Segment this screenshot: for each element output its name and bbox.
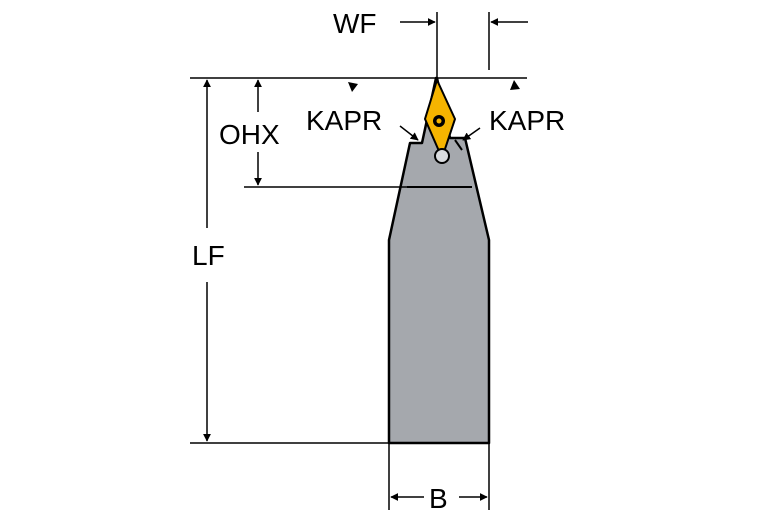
kapr-right-label: KAPR — [489, 105, 565, 136]
kapr-right-arrowhead — [510, 80, 520, 90]
lf-label: LF — [192, 240, 225, 271]
edge-line-right — [454, 139, 463, 151]
kapr-left-leader — [399, 125, 419, 141]
kapr-right-leader — [462, 127, 481, 141]
b-label: B — [429, 483, 448, 514]
kapr-left-arrowhead — [348, 82, 358, 92]
kapr-left-label: KAPR — [306, 105, 382, 136]
clamp-screw — [434, 148, 450, 164]
ohx-label: OHX — [219, 119, 280, 150]
wf-label: WF — [333, 8, 377, 39]
insert-hole-inner — [436, 118, 442, 124]
